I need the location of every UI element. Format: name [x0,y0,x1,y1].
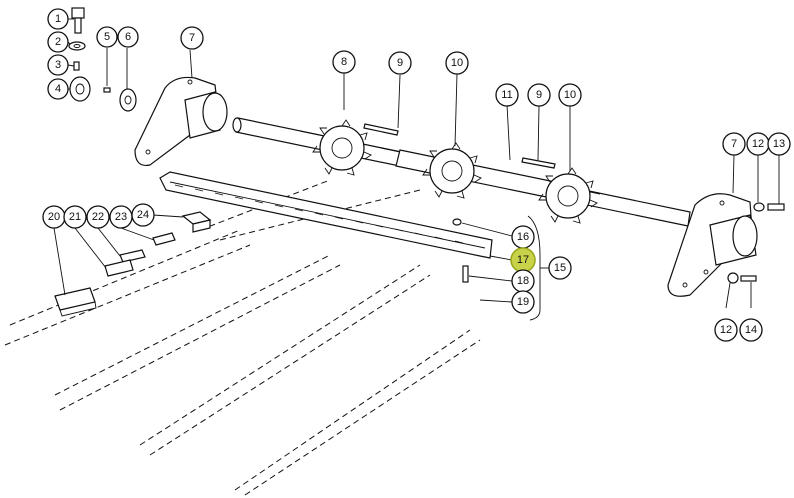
svg-text:12: 12 [720,324,732,336]
bolt-14 [740,275,757,282]
callout-14: 14 [739,318,763,342]
callout-7-right: 7 [722,132,746,156]
svg-text:2: 2 [55,36,61,48]
svg-text:12: 12 [752,138,764,150]
svg-text:23: 23 [115,211,127,223]
callout-12-lower: 12 [714,318,738,342]
svg-text:7: 7 [731,138,737,150]
guide-rail [159,171,493,259]
svg-text:14: 14 [745,324,757,336]
callout-19: 19 [511,290,535,314]
callout-24: 24 [131,203,155,227]
washer-12-lower [727,272,739,284]
chain-link-24 [181,211,212,233]
svg-text:13: 13 [773,138,785,150]
bolt-13 [767,203,785,211]
svg-text:11: 11 [501,89,512,101]
svg-text:5: 5 [104,31,110,43]
callout-23: 23 [109,205,133,229]
callout-9-upper: 9 [388,51,412,75]
svg-text:9: 9 [536,89,542,101]
callout-18: 18 [511,269,535,293]
callout-7-left: 7 [180,26,204,50]
bearing-flange-right [667,193,758,297]
svg-text:22: 22 [92,211,104,223]
key-9a [363,123,399,136]
sprocket-8 [312,119,372,176]
callout-11: 11 [495,83,519,107]
svg-text:24: 24 [137,209,149,221]
callout-10-lower: 10 [558,83,582,107]
svg-text:18: 18 [517,275,529,287]
pin-3 [73,61,80,71]
collar-4 [69,76,91,102]
callout-16: 16 [511,225,535,249]
svg-text:6: 6 [125,31,131,43]
screw-5 [103,87,111,93]
svg-text:3: 3 [55,59,61,71]
washer-12-upper [753,202,765,212]
chain-link-21 [104,259,134,277]
svg-text:20: 20 [48,211,60,223]
callout-8: 8 [332,50,356,74]
svg-text:10: 10 [564,89,576,101]
callout-22: 22 [86,205,110,229]
callout-17: 17 [510,247,536,273]
svg-text:8: 8 [341,56,347,68]
svg-text:16: 16 [517,231,529,243]
callout-13: 13 [767,132,791,156]
callout-6: 6 [117,26,139,48]
svg-text:10: 10 [451,57,463,69]
callout-12-upper: 12 [746,132,770,156]
bearing-flange-left [134,76,228,167]
nut-16 [452,218,462,226]
leader-lines [53,18,780,321]
callout-21: 21 [63,205,87,229]
svg-text:7: 7 [189,32,195,44]
chain-link-23 [152,232,176,246]
bearing-6 [119,88,137,112]
bolt-1 [71,7,85,34]
sprocket-10a [422,142,482,199]
svg-text:9: 9 [397,57,403,69]
callout-9-lower: 9 [527,83,551,107]
svg-text:4: 4 [55,83,61,95]
callout-15: 15 [548,256,572,280]
callout-2: 2 [47,31,69,53]
svg-text:15: 15 [554,262,566,274]
key-9b [521,157,556,169]
callout-10-upper: 10 [445,51,469,75]
callout-5: 5 [96,26,118,48]
bolt-18 [462,265,469,283]
sprocket-10b [538,167,598,224]
chain-link-20 [54,287,97,317]
washer-2 [68,41,86,51]
svg-text:1: 1 [55,13,61,25]
callout-20: 20 [42,205,66,229]
callout-4: 4 [47,78,69,100]
callout-3: 3 [47,54,69,76]
chain-link-22 [119,249,146,263]
svg-text:21: 21 [69,211,81,223]
svg-text:19: 19 [517,296,529,308]
svg-text:17: 17 [517,254,529,266]
callout-1: 1 [47,8,69,30]
